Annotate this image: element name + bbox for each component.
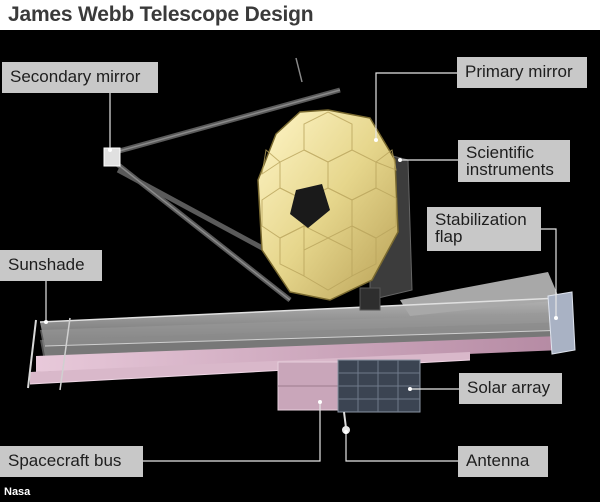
label-solar-array: Solar array — [459, 373, 562, 404]
leader-lines — [45, 72, 557, 462]
label-stabilization-flap-line2: flap — [435, 227, 463, 246]
label-primary-mirror: Primary mirror — [457, 57, 587, 88]
image-credit: Nasa — [4, 486, 31, 498]
label-stabilization-flap-line1: Stabilization — [435, 210, 527, 229]
secondary-mirror — [103, 147, 121, 167]
diagram-title: James Webb Telescope Design — [8, 3, 314, 26]
header: James Webb Telescope Design — [0, 0, 600, 30]
label-stabilization-flap: Stabilization flap — [427, 207, 541, 251]
label-scientific-instruments-line1: Scientific — [466, 143, 535, 162]
label-scientific-instruments: Scientific instruments — [458, 140, 570, 182]
spacecraft-bus — [277, 361, 349, 411]
label-sunshade: Sunshade — [0, 250, 102, 281]
label-spacecraft-bus: Spacecraft bus — [0, 446, 143, 477]
solar-array — [337, 359, 421, 413]
label-scientific-instruments-line2: instruments — [466, 160, 554, 179]
label-antenna: Antenna — [458, 446, 548, 477]
sunshade — [27, 272, 571, 391]
primary-mirror — [257, 109, 399, 301]
stabilization-flap — [547, 291, 576, 355]
label-secondary-mirror: Secondary mirror — [2, 62, 158, 93]
